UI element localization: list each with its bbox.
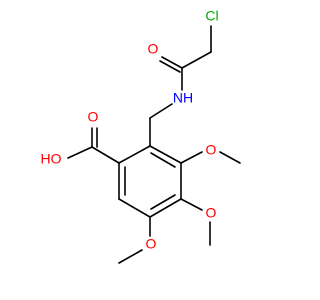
methoxy-oxygen-1-label: O (206, 142, 217, 158)
ring-bond-4 (118, 198, 151, 218)
bond-o1-ch3 (219, 151, 241, 164)
bond-carbonyl-o-a (161, 56, 183, 69)
amide-nitrogen-label: NH (173, 90, 193, 106)
amide-oxygen-label: O (148, 41, 159, 57)
chlorine-label: Cl (205, 8, 218, 24)
ring-inner-1 (150, 152, 176, 168)
bond-ring-o1 (180, 151, 203, 164)
molecule-diagram: Cl O NH O HO O O O (41, 8, 241, 264)
acid-hydroxyl-label: HO (41, 151, 62, 167)
bond-layer (67, 25, 241, 264)
bond-n-ch2 (149, 103, 173, 119)
methoxy-oxygen-3-label: O (146, 236, 157, 252)
methoxy-oxygen-2-label: O (206, 205, 217, 221)
ring-bond-1 (149, 145, 182, 164)
bond-o3-ch3 (118, 249, 143, 264)
bond-ring-acid-c (91, 146, 120, 164)
bond-ch2-carbonyl (181, 51, 212, 69)
bond-ring-o2 (180, 198, 203, 211)
ring-inner-2 (150, 194, 176, 210)
ring-bond-3 (149, 198, 182, 218)
label-layer: Cl O NH O HO O O O (41, 8, 219, 252)
ring-bond-6 (118, 145, 151, 164)
bond-acid-oh (67, 146, 93, 159)
bond-carbonyl-o-b (159, 60, 181, 73)
acid-carbonyl-oxygen-label: O (88, 109, 99, 125)
structure-canvas: Cl O NH O HO O O O (41, 8, 241, 264)
